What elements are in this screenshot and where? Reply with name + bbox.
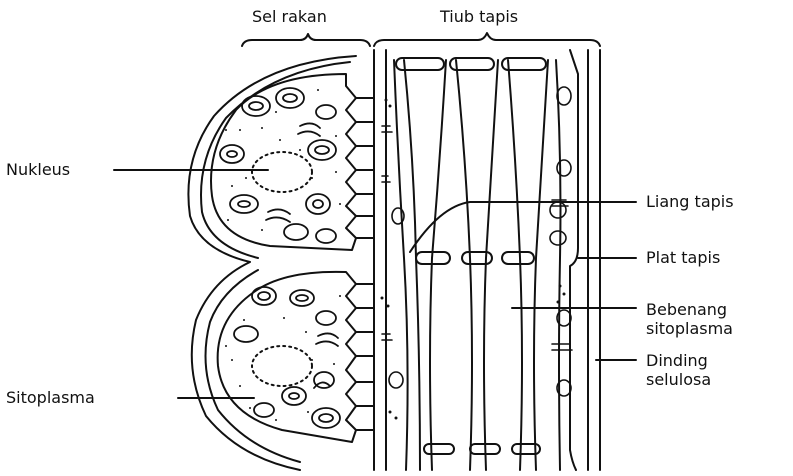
companion-cell-lower [216, 270, 357, 443]
cytoplasm-label: Sitoplasma [6, 388, 95, 407]
cellulose-wall-label-line2: selulosa [646, 370, 712, 389]
plasmodesmata [355, 97, 375, 431]
cytoplasmic-strands-label: Bebenang sitoplasma [646, 300, 733, 338]
nucleus-shape [251, 151, 313, 387]
sieve-plate-label: Plat tapis [646, 248, 721, 267]
cytoplasmic-strands-label-line2: sitoplasma [646, 319, 733, 338]
sieve-plate-upper [395, 57, 547, 71]
nucleus-label: Nukleus [6, 160, 71, 179]
cellulose-wall-label-line1: Dinding [646, 351, 708, 370]
sieve-tube-right-outer [569, 49, 579, 471]
companion-cell-outer-wall [187, 55, 357, 471]
sieve-tube-organelles [381, 86, 573, 397]
companion-cell-header: Sel rakan [252, 7, 327, 26]
organelles-upper [219, 87, 337, 244]
sieve-tube-header: Tiub tapis [440, 7, 519, 26]
sieve-pore-label: Liang tapis [646, 192, 734, 211]
organelles-lower [233, 286, 341, 429]
companion-cell-bracket [241, 33, 371, 47]
sieve-pore-leader [409, 201, 637, 253]
companion-cell-upper [210, 73, 357, 251]
cytoplasmic-strands-label-line1: Bebenang [646, 300, 728, 319]
sieve-plate-bottom [423, 443, 541, 455]
sieve-tube-bracket [373, 32, 601, 47]
cellulose-wall-label: Dinding selulosa [646, 351, 711, 389]
cytoplasm-stipple [225, 89, 566, 421]
companion-cell-outer-wall-inner [200, 61, 351, 259]
sieve-plate-lower [415, 251, 535, 265]
cytoplasmic-strands [393, 59, 562, 471]
